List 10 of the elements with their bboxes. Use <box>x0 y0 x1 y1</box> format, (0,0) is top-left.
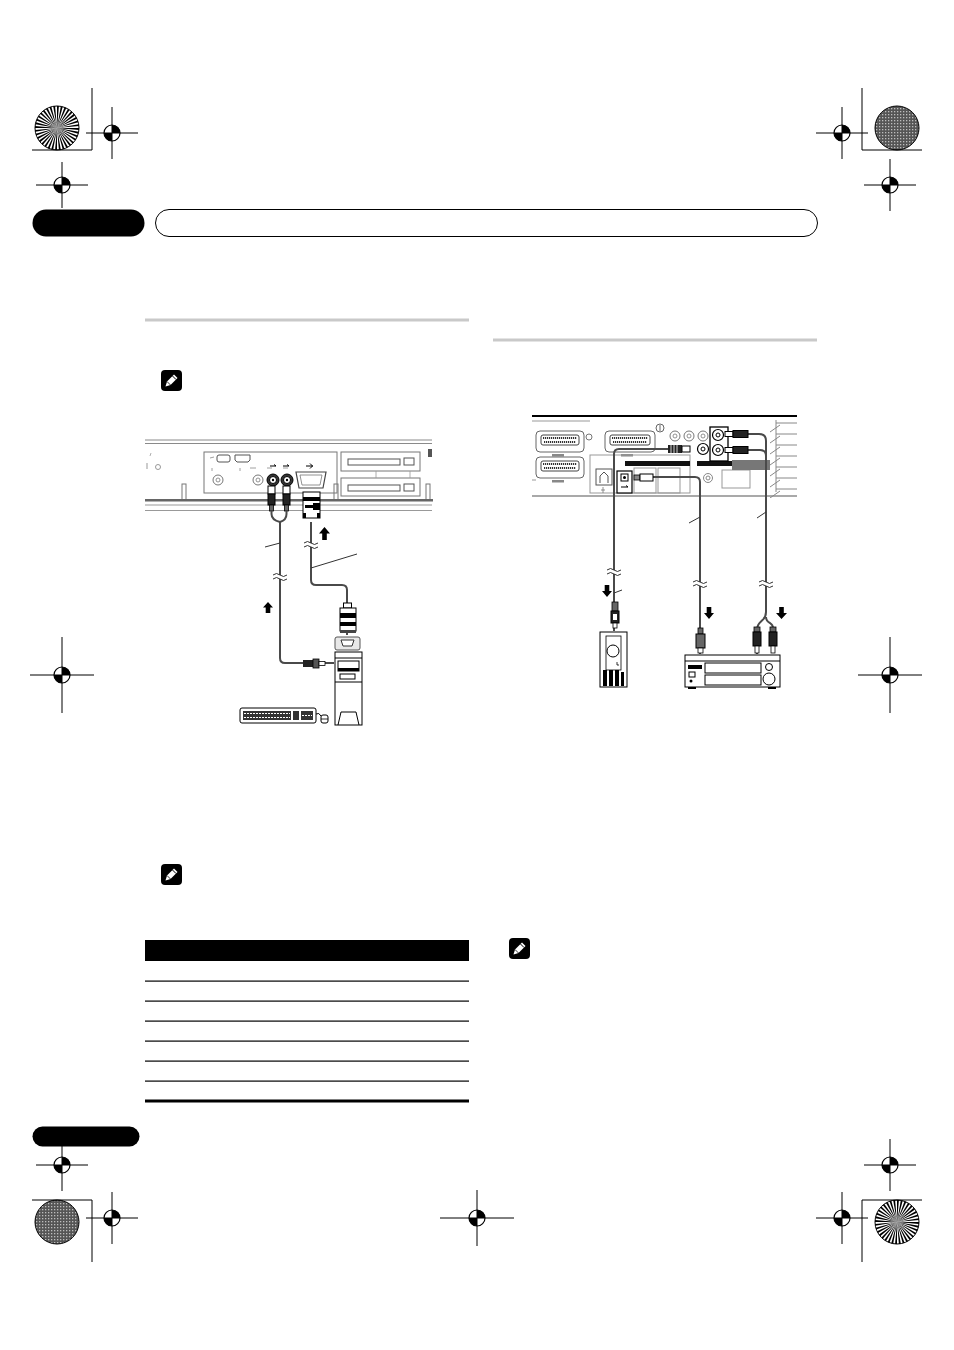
chapter-tab <box>32 209 145 237</box>
cable <box>310 521 348 636</box>
audio-device-drawing <box>599 631 628 688</box>
page-number-tab <box>32 1126 140 1147</box>
tv-rear-panel-drawing <box>531 414 798 498</box>
header-bar <box>155 209 818 237</box>
cable <box>279 521 335 664</box>
pc-tower-drawing <box>334 635 363 727</box>
cable <box>613 497 615 632</box>
av-receiver-drawing <box>684 654 781 690</box>
